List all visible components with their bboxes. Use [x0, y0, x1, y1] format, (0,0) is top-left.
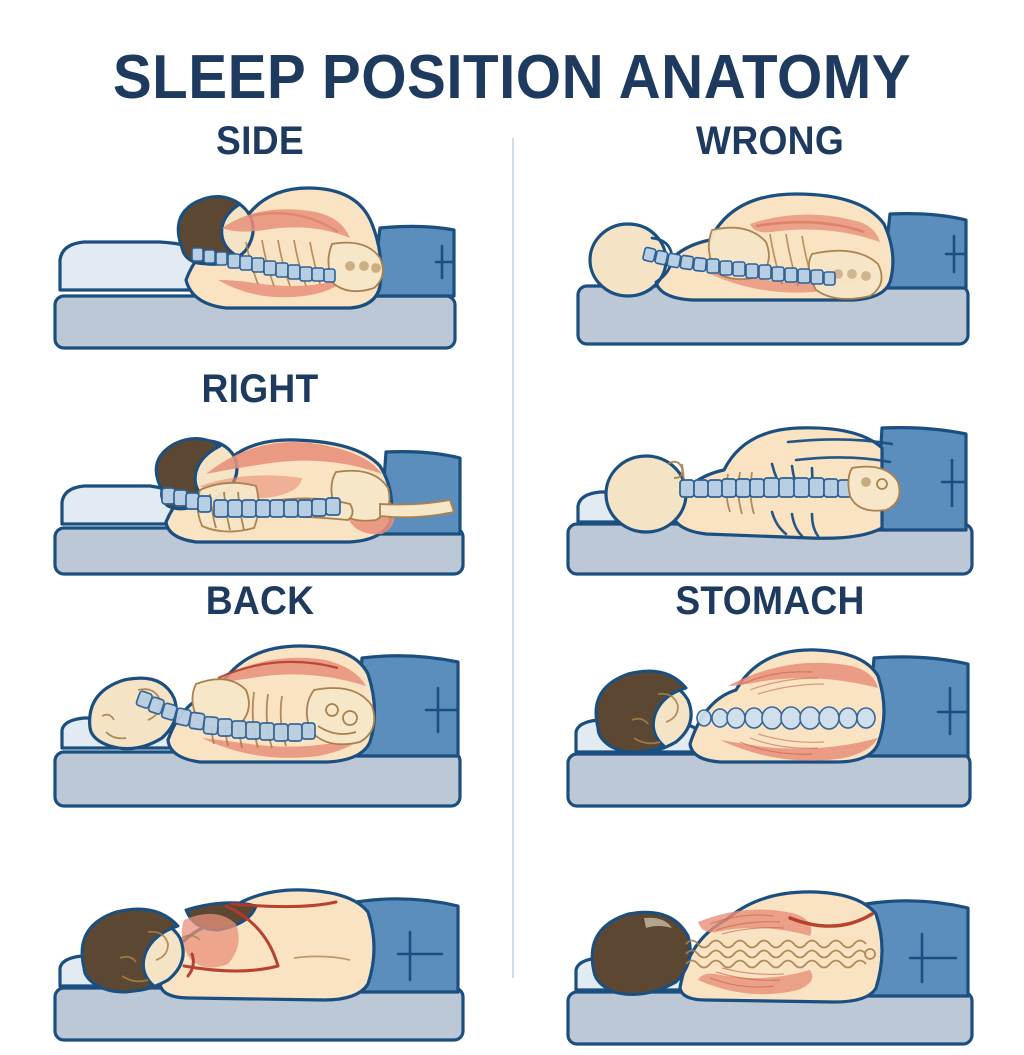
panel-back-surface[interactable] [10, 832, 510, 1055]
hair [80, 907, 180, 994]
face-lines [631, 692, 679, 745]
muscle-striations [709, 914, 785, 988]
head [604, 454, 688, 534]
shoulder-muscle [181, 913, 239, 968]
panel-stomach-surface[interactable] [520, 832, 1020, 1055]
illustration-stomach-surface [566, 890, 974, 1046]
hair-highlight [644, 917, 672, 928]
panel-caption-stomach: STOMACH [675, 579, 865, 623]
hair-head [590, 910, 692, 996]
spine-straight [679, 477, 853, 498]
panel-side[interactable]: SIDE [10, 120, 510, 358]
spine-misaligned [642, 246, 836, 286]
column-divider [512, 138, 514, 978]
panel-caption-side: SIDE [216, 119, 304, 163]
pelvis [305, 687, 376, 746]
panel-back[interactable]: BACK [10, 580, 510, 818]
skull-end [847, 465, 901, 512]
panel-caption-back: BACK [205, 579, 315, 623]
page-title: SLEEP POSITION ANATOMY [112, 43, 912, 112]
muscle-striations [739, 671, 825, 755]
strain-lines [182, 900, 338, 978]
pelvis [327, 241, 384, 293]
illustration-side [53, 186, 457, 350]
back-muscles [720, 662, 878, 761]
illustration-right [53, 437, 465, 576]
panel-stomach[interactable]: STOMACH [520, 580, 1020, 818]
spine-beaded [696, 706, 876, 730]
strain-line [788, 912, 874, 928]
contour-lines [181, 934, 351, 961]
spine [161, 487, 341, 518]
panel-right[interactable]: RIGHT [10, 368, 510, 586]
muscle-group [218, 209, 350, 298]
blanket [370, 224, 456, 298]
panel-wrong[interactable]: WRONG [520, 120, 1020, 358]
blanket [864, 655, 970, 758]
infographic-page: SLEEP POSITION ANATOMY SIDE [0, 43, 1024, 1046]
blanket [346, 897, 460, 994]
blanket [880, 212, 968, 290]
spine [191, 247, 336, 283]
illustration-back-surface [53, 888, 465, 1042]
blanket [856, 899, 970, 998]
face-lines [119, 930, 169, 983]
panel-wrong-flat[interactable] [520, 368, 1020, 586]
hair [594, 669, 688, 754]
illustration-wrong [576, 192, 970, 346]
spine [135, 690, 316, 742]
wavy-tension-lines [685, 939, 876, 969]
panel-caption-wrong: WRONG [695, 119, 845, 163]
illustration-stomach [566, 648, 972, 808]
illustration-wrong-flat [566, 426, 974, 576]
illustration-back [53, 644, 462, 808]
panel-caption-right: RIGHT [201, 367, 319, 411]
panel-grid: SIDE [0, 120, 1024, 1046]
